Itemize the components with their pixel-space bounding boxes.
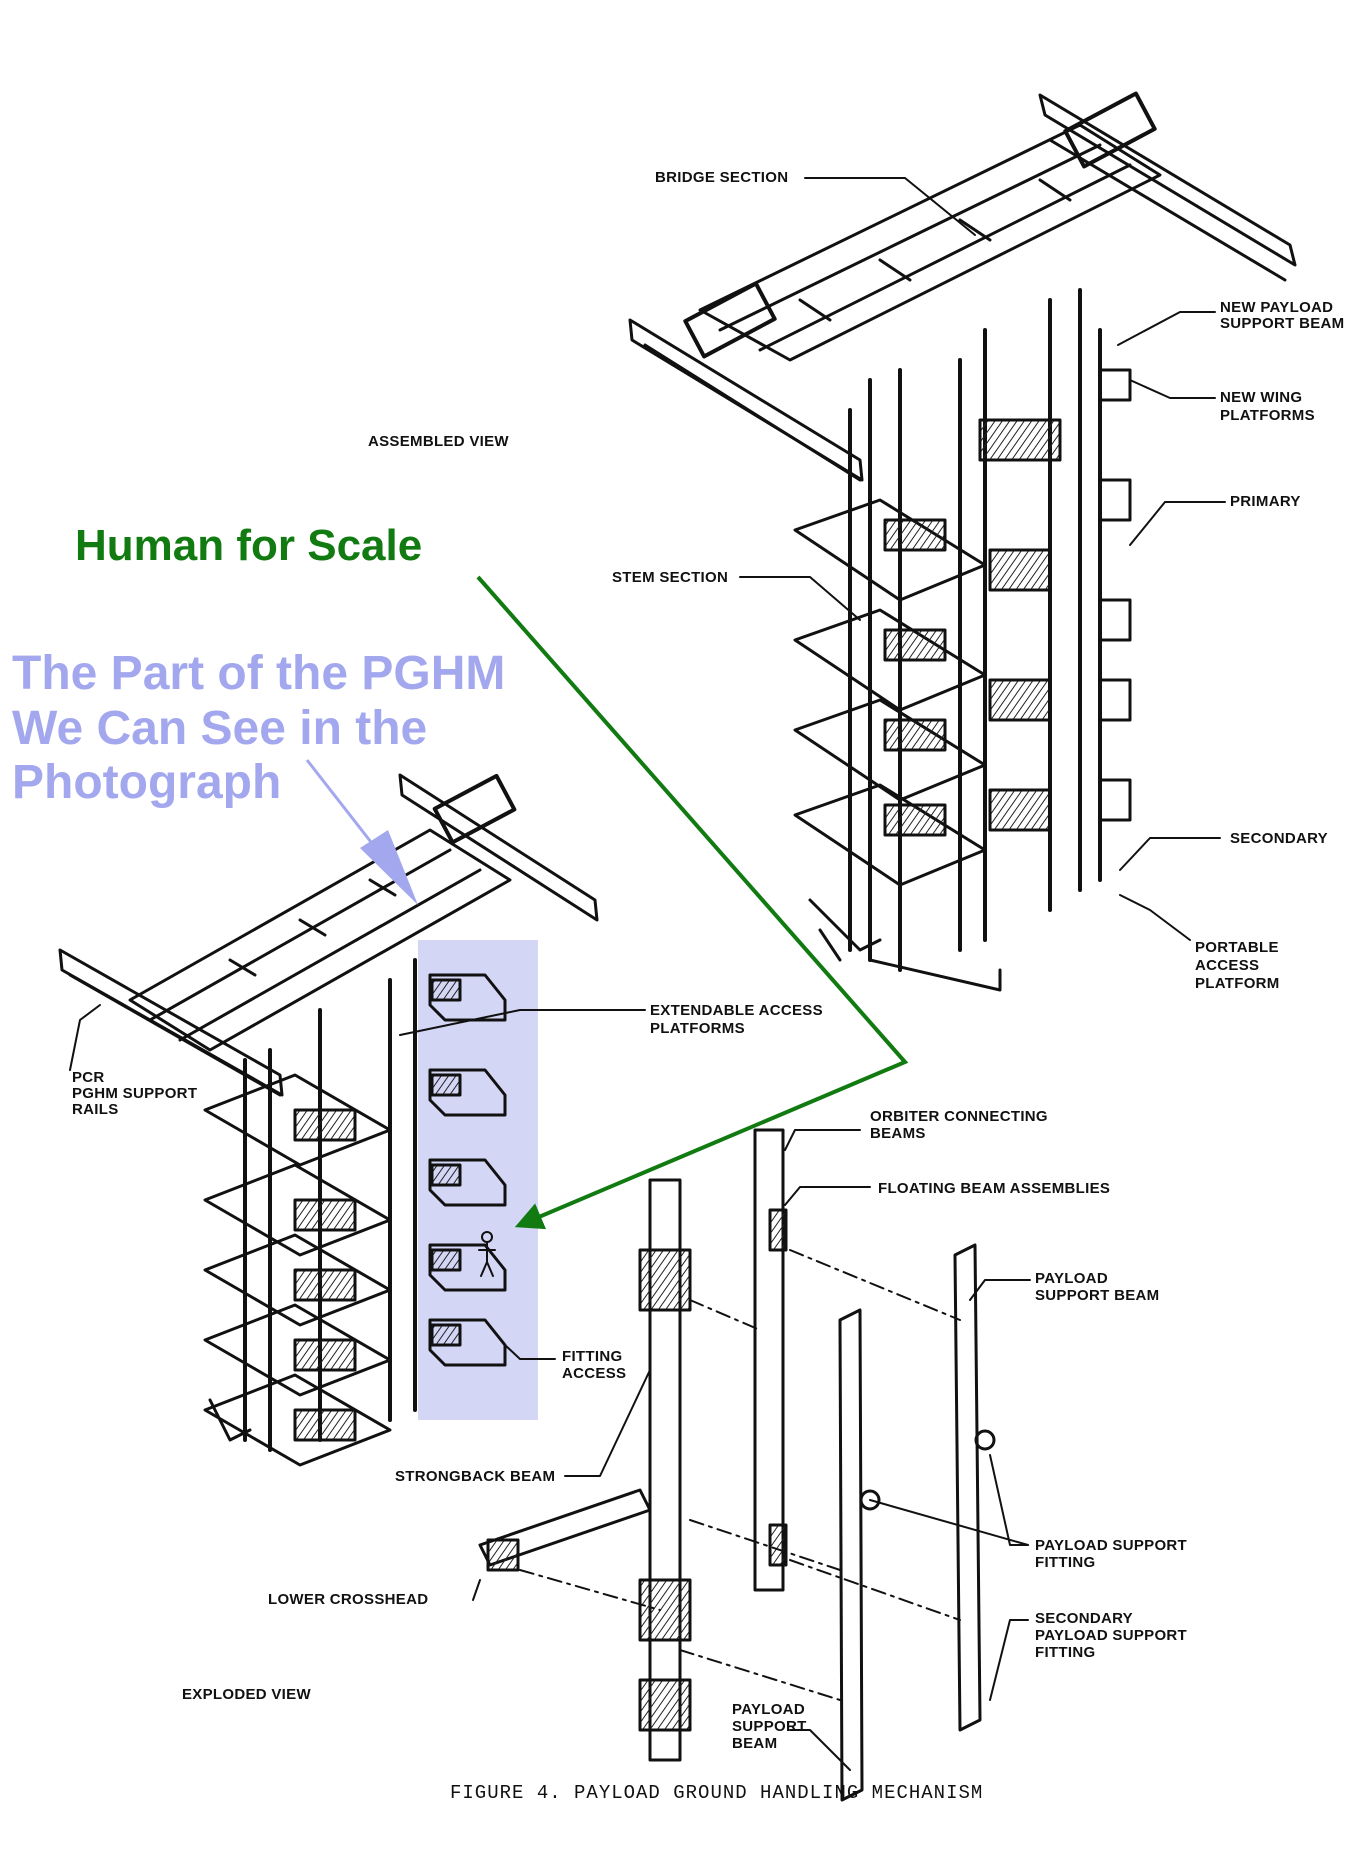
label-stem-section: STEM SECTION <box>612 569 728 586</box>
label-orbiter-connecting-beams-2: BEAMS <box>870 1125 926 1142</box>
label-pcr-rails-1: PCR <box>72 1069 105 1086</box>
label-payload-support-fitting-2: FITTING <box>1035 1554 1095 1571</box>
exploded-beams <box>478 1128 996 1802</box>
human-figure <box>478 1231 496 1277</box>
label-payload-support-beam-bottom-3: BEAM <box>732 1735 777 1752</box>
label-portable-access-platform-2: ACCESS <box>1195 957 1259 974</box>
label-payload-support-beam-bottom-1: PAYLOAD <box>732 1701 805 1718</box>
assembled-view-drawing <box>628 91 1297 992</box>
assembled-top-rails <box>628 93 1297 482</box>
annotation-pghm-part: The Part of the PGHM We Can See in the P… <box>12 647 505 905</box>
extendable-platforms <box>428 973 507 1367</box>
payload-support-beam-right-shape <box>953 1243 996 1732</box>
annotation-lavender-arrowhead <box>360 830 418 905</box>
lower-crosshead-shape <box>478 1488 652 1572</box>
labels: BRIDGE SECTION NEW PAYLOAD SUPPORT BEAM … <box>72 169 1344 1804</box>
label-secondary-payload-support-fitting-2: PAYLOAD SUPPORT <box>1035 1627 1187 1644</box>
label-extendable-access-platforms-1: EXTENDABLE ACCESS <box>650 1002 823 1019</box>
label-secondary-payload-support-fitting-1: SECONDARY <box>1035 1610 1133 1627</box>
leader-lines <box>69 177 1226 1771</box>
label-pcr-rails-2: PGHM SUPPORT <box>72 1085 197 1102</box>
annotation-pghm-line-2: We Can See in the <box>12 702 427 755</box>
assembled-platforms <box>793 368 1132 992</box>
label-floating-beam-assemblies: FLOATING BEAM ASSEMBLIES <box>878 1180 1110 1197</box>
label-fitting-access-1: FITTING <box>562 1348 622 1365</box>
annotation-green-arrow <box>476 575 909 1230</box>
title-exploded-view: EXPLODED VIEW <box>182 1686 311 1703</box>
label-primary: PRIMARY <box>1230 493 1301 510</box>
label-lower-crosshead: LOWER CROSSHEAD <box>268 1591 428 1608</box>
annotation-human-for-scale-text: Human for Scale <box>75 521 422 570</box>
label-secondary-payload-support-fitting-3: FITTING <box>1035 1644 1095 1661</box>
label-strongback-beam: STRONGBACK BEAM <box>395 1468 555 1485</box>
annotation-human-for-scale: Human for Scale <box>75 521 909 1230</box>
label-payload-support-beam-right-2: SUPPORT BEAM <box>1035 1287 1159 1304</box>
title-assembled-view: ASSEMBLED VIEW <box>368 433 509 450</box>
label-new-wing-platforms-1: NEW WING <box>1220 389 1302 406</box>
label-pcr-rails-3: RAILS <box>72 1101 119 1118</box>
label-new-payload-support-beam-1: NEW PAYLOAD <box>1220 299 1333 316</box>
annotation-pghm-line-3: Photograph <box>12 756 281 809</box>
annotation-pghm-line-1: The Part of the PGHM <box>12 647 505 700</box>
exploded-platforms <box>203 1073 392 1467</box>
label-payload-support-beam-right-1: PAYLOAD <box>1035 1270 1108 1287</box>
label-secondary: SECONDARY <box>1230 830 1328 847</box>
assembled-bridge <box>683 91 1162 362</box>
label-new-wing-platforms-2: PLATFORMS <box>1220 407 1315 424</box>
strongback-beam-column <box>638 1178 692 1762</box>
payload-support-beam-center <box>838 1308 881 1802</box>
label-payload-support-beam-bottom-2: SUPPORT <box>732 1718 807 1735</box>
alignment-lines <box>519 1249 961 1701</box>
orbiter-connecting-beam <box>753 1128 788 1592</box>
label-extendable-access-platforms-2: PLATFORMS <box>650 1020 745 1037</box>
exploded-view-drawing <box>58 773 599 1467</box>
label-portable-access-platform-3: PLATFORM <box>1195 975 1280 992</box>
label-portable-access-platform-1: PORTABLE <box>1195 939 1279 956</box>
label-orbiter-connecting-beams-1: ORBITER CONNECTING <box>870 1108 1048 1125</box>
label-fitting-access-2: ACCESS <box>562 1365 626 1382</box>
figure-caption: FIGURE 4. PAYLOAD GROUND HANDLING MECHAN… <box>450 1782 983 1804</box>
label-payload-support-fitting-1: PAYLOAD SUPPORT <box>1035 1537 1187 1554</box>
label-new-payload-support-beam-2: SUPPORT BEAM <box>1220 315 1344 332</box>
label-bridge-section: BRIDGE SECTION <box>655 169 788 186</box>
